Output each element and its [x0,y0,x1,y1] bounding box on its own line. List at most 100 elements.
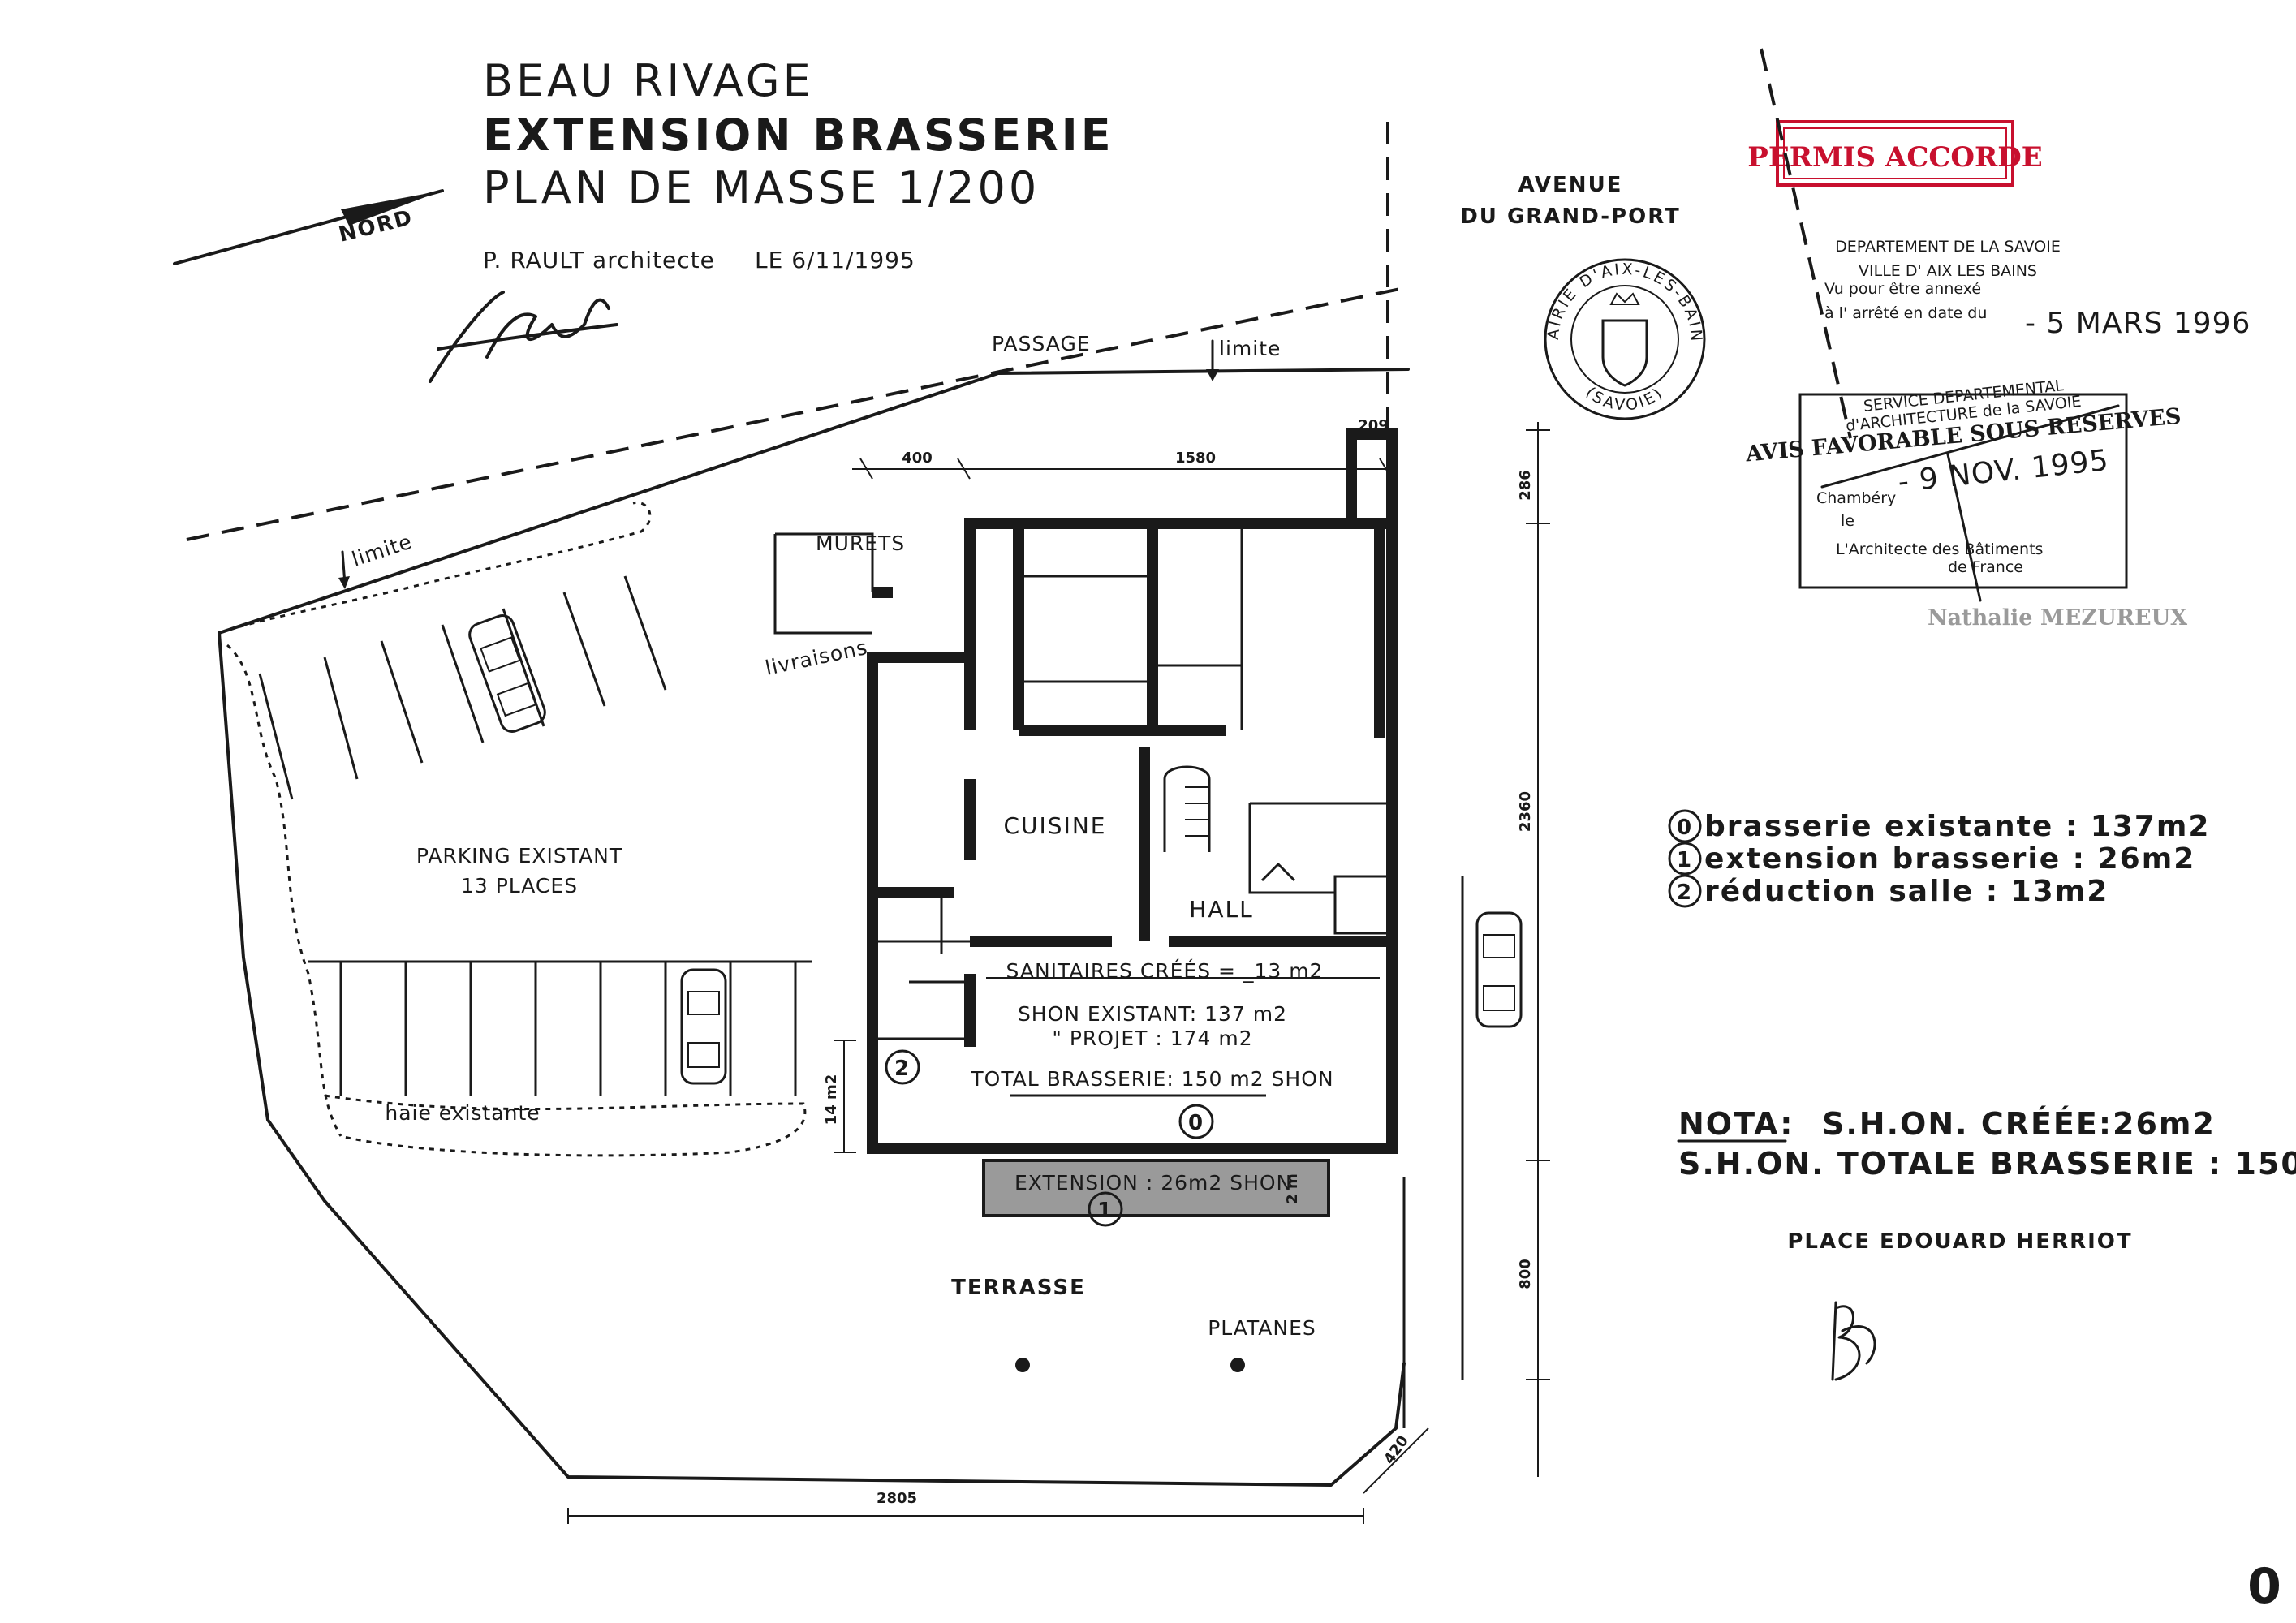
area-legend: 0 brasserie existante : 137m2 1 extensio… [1668,809,2210,908]
street-line-1: AVENUE [1518,173,1623,197]
zone-2-marker: 2 [885,1049,920,1085]
limit-label-top: limite [1219,337,1281,360]
architect-signature [429,291,618,383]
nota-line-1: S.H.ON. CRÉÉE:26m2 [1822,1106,2216,1142]
svg-text:2: 2 [1677,880,1693,905]
north-arrow: NORD [173,189,444,265]
deliveries-label: livraisons [763,635,870,680]
title-line-3: PLAN DE MASSE 1/200 [483,162,1040,213]
chimney [1346,428,1398,529]
parking-label-1: PARKING EXISTANT [416,844,622,867]
hedge-top [218,501,652,635]
extension-area [982,1159,1330,1217]
staircase [1163,765,1211,852]
nota-block: NOTA: S.H.ON. CRÉÉE:26m2 S.H.ON. TOTALE … [1677,1106,2296,1182]
extension-label: EXTENSION : 26m2 SHON [1014,1171,1292,1195]
tree-marker [1230,1358,1245,1372]
shon-project-label: " PROJET : 174 m2 [1052,1027,1252,1050]
drawing-date: LE 6/11/1995 [755,247,915,273]
parking-area: PARKING EXISTANT 13 PLACES haie existant… [218,501,812,1157]
svg-text:1: 1 [1677,848,1693,872]
hedge-left [226,644,342,1137]
site-boundaries [186,122,1464,1487]
street-line-2: DU GRAND-PORT [1460,204,1681,229]
dim-2360: 2360 [1517,791,1534,832]
passage-limit-line [186,286,1405,541]
legend-item: 0 brasserie existante : 137m2 [1668,809,2210,843]
dim-209: 209 [1358,417,1389,434]
svg-text:réduction salle : 13m2: réduction salle : 13m2 [1704,875,2109,908]
svg-text:0: 0 [1188,1111,1204,1135]
building-plan [773,428,1398,1217]
stamp-le: le [1841,512,1854,530]
stamp-architect-title-1: L'Architecte des Bâtiments [1836,540,2043,558]
zone-0-marker: 0 [1178,1104,1214,1139]
crown-icon [1609,292,1640,305]
legend-item: 2 réduction salle : 13m2 [1668,874,2109,908]
parking-label-2: 13 PLACES [461,874,578,898]
passage-label: PASSAGE [992,332,1091,355]
stamp-city: VILLE D' AIX LES BAINS [1859,262,2037,280]
stamp-signatory-name: Nathalie MEZUREUX [1928,605,2187,631]
legend-item: 1 extension brasserie : 26m2 [1668,842,2195,876]
dim-286: 286 [1517,470,1534,501]
car-icon [468,614,546,733]
svg-text:1: 1 [1097,1199,1114,1223]
building-outline [867,518,1398,1154]
architect-approval-stamp: SERVICE DEPARTEMENTAL d'ARCHITECTURE de … [1744,377,2182,602]
dim-14m2: 14 m2 [823,1074,840,1126]
stamp-architect-title-2: de France [1948,558,2023,576]
dim-800: 800 [1517,1259,1534,1289]
terrace-label: TERRASSE [951,1276,1086,1300]
zone-1-marker: 1 [1088,1191,1123,1227]
passage-edge-line [218,372,1000,635]
stamp-place: Chambéry [1816,489,1896,507]
prefecture-annex-stamp: DEPARTEMENT DE LA SAVOIE VILLE D' AIX LE… [1824,238,2251,340]
car-icon [680,968,727,1085]
dim-1580: 1580 [1175,450,1216,467]
tree-marker [1015,1358,1030,1372]
svg-text:extension brasserie : 26m2: extension brasserie : 26m2 [1704,842,2195,876]
stamp-annex-1: Vu pour être annexé [1824,280,1981,298]
total-brasserie-label: TOTAL BRASSERIE: 150 m2 SHON [970,1067,1333,1091]
title-block: BEAU RIVAGE EXTENSION BRASSERIE PLAN DE … [429,55,1114,383]
svg-text:0: 0 [1677,816,1693,840]
permit-stamp: PERMIS ACCORDE [1747,120,2043,187]
stamp-dept: DEPARTEMENT DE LA SAVOIE [1835,238,2061,256]
hedge-label: haie existante [385,1101,540,1125]
dim-2m: 2 m [1284,1173,1301,1204]
limit-marker-top: limite [1206,337,1281,381]
restrooms-label: SANITAIRES CRÉÉS = _13 m2 [1006,959,1324,983]
hedge-bottom [324,1094,807,1157]
title-line-2: EXTENSION BRASSERIE [483,110,1114,161]
dim-2805: 2805 [877,1490,917,1507]
stamp-opinion-date: - 9 NOV. 1995 [1897,444,2111,499]
dimension-lines [567,422,1550,1524]
limit-label-left: limite [349,530,416,571]
hall-label: HALL [1189,896,1253,923]
page-corner-mark: 0 [2247,1558,2281,1615]
stamp-annex-2: à l' arrêté en date du [1824,304,1987,322]
nota-label: NOTA: [1678,1106,1794,1142]
murets-annex [773,532,874,635]
svg-text:brasserie existante : 137m2: brasserie existante : 137m2 [1704,810,2210,843]
svg-text:2: 2 [894,1057,911,1081]
street-label: AVENUE DU GRAND-PORT [1460,173,1681,229]
dim-400: 400 [902,450,933,467]
place-label: PLACE EDOUARD HERRIOT [1787,1229,2132,1254]
svg-text:(SAVOIE): (SAVOIE) [1582,384,1667,415]
site-outline [218,631,1406,1487]
author-label: P. RAULT architecte [483,247,715,273]
hall-partition [1248,802,1392,894]
murets-label: MURETS [816,532,905,555]
plane-trees-label: PLATANES [1208,1316,1316,1340]
title-line-1: BEAU RIVAGE [483,55,814,106]
shon-existing-label: SHON EXISTANT: 137 m2 [1018,1002,1287,1026]
car-icon [1475,911,1523,1028]
permit-granted-text: PERMIS ACCORDE [1747,141,2042,174]
initials-mark [1831,1301,1876,1381]
nota-line-2: S.H.ON. TOTALE BRASSERIE : 150m [1678,1146,2296,1182]
stamp-decree-date: - 5 MARS 1996 [2025,307,2251,340]
kitchen-label: CUISINE [1004,812,1107,839]
